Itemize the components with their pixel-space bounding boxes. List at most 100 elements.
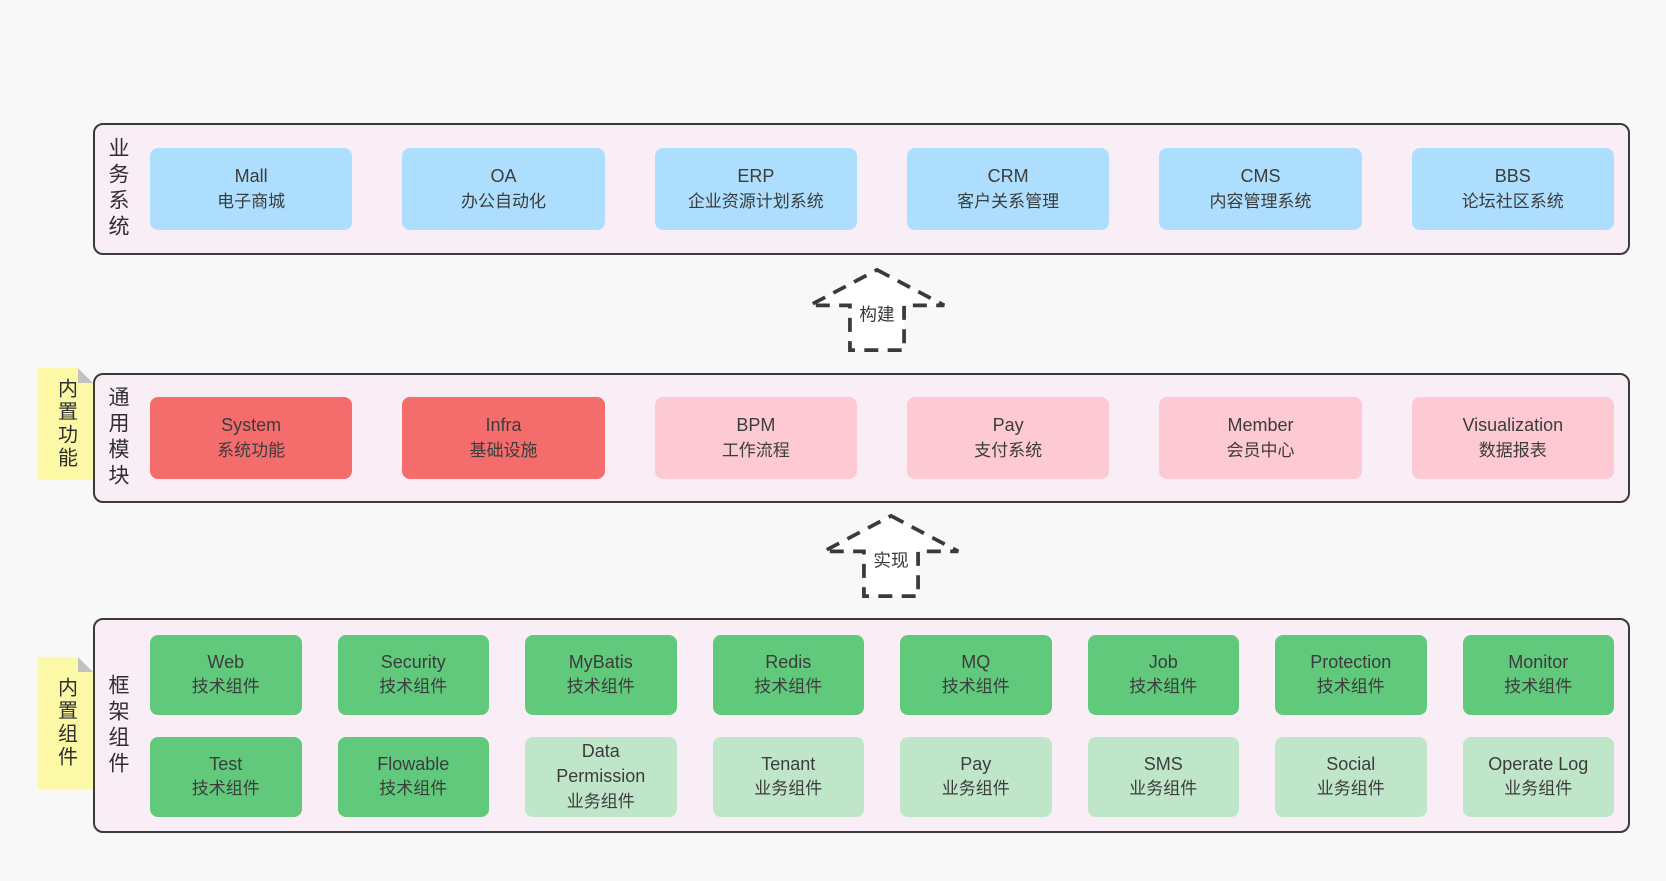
box-name: Flowable: [377, 753, 450, 774]
arrow-implement-label: 实现: [873, 550, 908, 570]
box-desc: 业务组件: [566, 791, 635, 811]
box-name: Mall: [234, 166, 268, 187]
arrow-implement: 实现: [821, 512, 961, 600]
box-desc: 基础设施: [469, 440, 538, 460]
box-name: CMS: [1240, 166, 1281, 187]
component-box: BPM 工作流程: [654, 397, 857, 479]
component-box: Data Permission 业务组件: [525, 736, 677, 817]
panel-label-framework: 框架组件: [106, 673, 129, 778]
box-desc: 数据报表: [1478, 440, 1547, 460]
component-box: Social 业务组件: [1275, 736, 1427, 817]
box-desc: 客户关系管理: [957, 191, 1060, 211]
folded-corner-icon: [78, 657, 93, 672]
modules-boxes-row: System 系统功能 Infra 基础设施 BPM 工作流程 Pay 支付系统…: [150, 397, 1614, 479]
component-box: CMS 内容管理系统: [1159, 148, 1362, 230]
component-box: Tenant 业务组件: [712, 736, 864, 817]
box-name: Test: [209, 753, 243, 774]
box-name: Redis: [765, 651, 812, 672]
box-desc: 会员中心: [1226, 440, 1295, 460]
box-desc: 技术组件: [754, 677, 823, 697]
dashed-up-arrow-icon: 构建: [808, 267, 946, 352]
box-name: Social: [1326, 753, 1376, 774]
component-box: Visualization 数据报表: [1411, 397, 1614, 479]
panel-label-business: 业务系统: [106, 137, 129, 241]
component-box: Flowable 技术组件: [337, 736, 489, 817]
box-desc: 技术组件: [191, 779, 260, 799]
component-box: OA 办公自动化: [402, 148, 605, 230]
framework-row-2: Test 技术组件 Flowable 技术组件 Data Permission …: [150, 736, 1614, 817]
component-box: Mall 电子商城: [150, 148, 353, 230]
component-box: Infra 基础设施: [402, 397, 605, 479]
box-desc: 企业资源计划系统: [687, 191, 824, 211]
sticky-label: 内置功能: [54, 378, 77, 470]
box-desc: 系统功能: [217, 440, 286, 460]
box-name: Monitor: [1508, 651, 1569, 672]
panel-framework-components: 框架组件 Web 技术组件 Security 技术组件 MyBatis 技术组件: [93, 618, 1630, 833]
component-box: SMS 业务组件: [1087, 736, 1239, 817]
box-name: SMS: [1143, 753, 1183, 774]
box-desc: 技术组件: [1504, 677, 1573, 697]
component-box: MQ 技术组件: [900, 634, 1052, 715]
box-desc: 技术组件: [1316, 677, 1385, 697]
component-box: System 系统功能: [150, 397, 353, 479]
box-name: ERP: [737, 166, 775, 187]
box-name: BPM: [736, 415, 776, 436]
box-desc: 技术组件: [566, 677, 635, 697]
arrow-build: 构建: [807, 266, 947, 354]
box-name: Web: [207, 651, 245, 672]
box-desc: 电子商城: [217, 191, 286, 211]
box-name: Member: [1227, 415, 1294, 436]
box-desc: 业务组件: [1316, 779, 1385, 799]
box-name: Protection: [1310, 651, 1392, 672]
component-box: Security 技术组件: [337, 634, 489, 715]
box-name: MQ: [961, 651, 991, 672]
box-name: System: [221, 415, 282, 436]
dashed-up-arrow-icon: 实现: [822, 513, 960, 598]
component-box: ERP 企业资源计划系统: [654, 148, 857, 230]
component-box: Operate Log 业务组件: [1462, 736, 1614, 817]
box-desc: 业务组件: [1129, 779, 1198, 799]
component-box: Job 技术组件: [1087, 634, 1239, 715]
box-name: Security: [380, 651, 446, 672]
component-box: Pay 支付系统: [906, 397, 1110, 479]
component-box: Test 技术组件: [150, 736, 302, 817]
box-name: Infra: [485, 415, 522, 436]
panel-label-modules: 通用模块: [106, 386, 129, 490]
component-box: Member 会员中心: [1159, 397, 1362, 479]
sticky-built-in-features: 内置功能: [38, 368, 93, 480]
panel-business-systems: 业务系统 Mall 电子商城 OA 办公自动化 ERP 企业资源计划系统 CRM…: [93, 123, 1630, 255]
component-box: BBS 论坛社区系统: [1411, 148, 1614, 230]
box-desc: 办公自动化: [460, 191, 546, 211]
component-box: Pay 业务组件: [900, 736, 1052, 817]
component-box: Redis 技术组件: [712, 634, 864, 715]
framework-row-1: Web 技术组件 Security 技术组件 MyBatis 技术组件 Redi…: [150, 634, 1614, 715]
panel-common-modules: 通用模块 System 系统功能 Infra 基础设施 BPM 工作流程 Pay…: [93, 373, 1630, 503]
sticky-label: 内置组件: [54, 677, 77, 769]
component-box: MyBatis 技术组件: [525, 634, 677, 715]
box-desc: 业务组件: [1504, 779, 1573, 799]
box-name: Tenant: [761, 753, 816, 774]
box-desc: 业务组件: [941, 779, 1010, 799]
box-name: Pay: [992, 415, 1024, 436]
box-name: BBS: [1494, 166, 1531, 187]
component-box: Web 技术组件: [150, 634, 302, 715]
box-name: OA: [490, 166, 517, 187]
box-desc: 工作流程: [721, 440, 790, 460]
box-desc: 内容管理系统: [1209, 191, 1312, 211]
box-name: CRM: [987, 166, 1029, 187]
box-name: Visualization: [1462, 415, 1564, 436]
box-desc: 技术组件: [941, 677, 1010, 697]
box-name: MyBatis: [568, 651, 633, 672]
component-box: Monitor 技术组件: [1462, 634, 1614, 715]
box-desc: 技术组件: [379, 779, 448, 799]
arrow-build-label: 构建: [859, 304, 895, 324]
box-desc: 业务组件: [754, 779, 823, 799]
box-desc: 论坛社区系统: [1461, 191, 1564, 211]
box-desc: 技术组件: [191, 677, 260, 697]
box-name: Data Permission: [556, 740, 646, 787]
box-desc: 支付系统: [974, 440, 1043, 460]
box-desc: 技术组件: [379, 677, 448, 697]
box-desc: 技术组件: [1129, 677, 1198, 697]
sticky-built-in-components: 内置组件: [38, 657, 93, 789]
component-box: Protection 技术组件: [1275, 634, 1427, 715]
